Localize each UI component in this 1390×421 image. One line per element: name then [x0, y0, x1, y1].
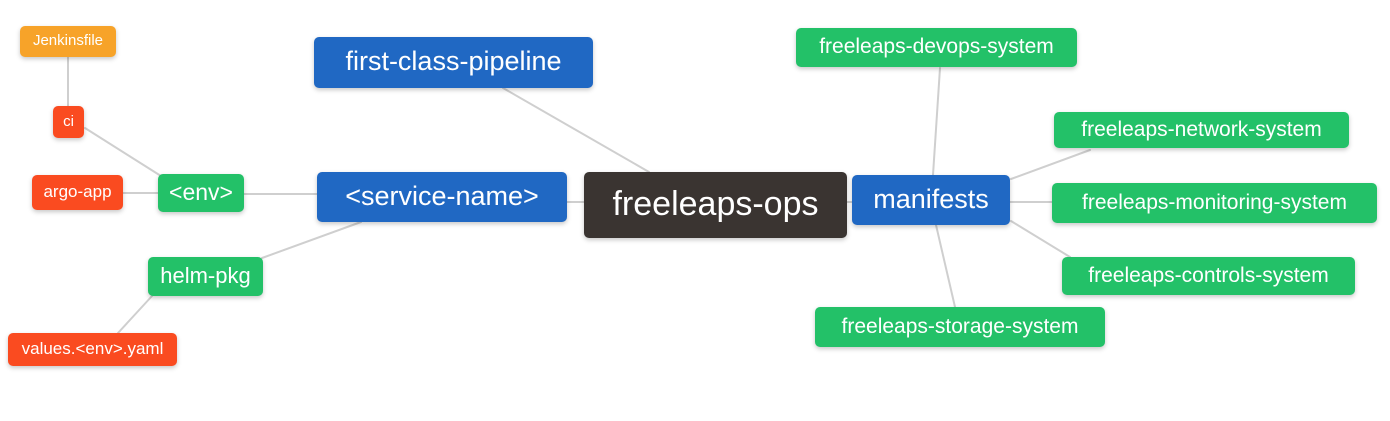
node-label: freeleaps-storage-system — [841, 314, 1079, 338]
node-manifests[interactable]: manifests — [852, 175, 1010, 225]
node-freeleaps-ops[interactable]: freeleaps-ops — [584, 172, 847, 238]
edge-helm-pkg-to-values-env-yaml — [117, 295, 153, 334]
edge-manifests-to-storage-system — [935, 224, 956, 308]
node-values-env-yaml[interactable]: values.<env>.yaml — [8, 333, 177, 366]
edge-first-class-pipeline-to-freeleaps-ops — [502, 87, 650, 173]
node-label: Jenkinsfile — [32, 32, 104, 49]
node-storage-system[interactable]: freeleaps-storage-system — [815, 307, 1105, 347]
edge-manifests-to-devops-system — [932, 67, 941, 176]
node-ci[interactable]: ci — [53, 106, 84, 138]
node-label: freeleaps-controls-system — [1088, 263, 1329, 287]
node-service-name[interactable]: <service-name> — [317, 172, 567, 222]
node-label: values.<env>.yaml — [21, 339, 164, 358]
edge-service-name-to-helm-pkg — [261, 221, 362, 259]
node-helm-pkg[interactable]: helm-pkg — [148, 257, 263, 296]
node-monitoring-system[interactable]: freeleaps-monitoring-system — [1052, 183, 1377, 223]
node-label: helm-pkg — [160, 262, 251, 288]
node-label: freeleaps-monitoring-system — [1082, 190, 1347, 214]
edge-manifests-to-network-system — [1010, 149, 1091, 180]
node-label: manifests — [873, 183, 989, 214]
node-env[interactable]: <env> — [158, 174, 244, 212]
edge-ci-to-env — [84, 127, 162, 177]
node-label: freeleaps-network-system — [1081, 117, 1322, 141]
node-jenkinsfile[interactable]: Jenkinsfile — [20, 26, 116, 57]
node-label: first-class-pipeline — [345, 46, 562, 76]
node-label: ci — [63, 112, 74, 130]
node-argo-app[interactable]: argo-app — [32, 175, 123, 210]
node-label: argo-app — [43, 182, 112, 201]
node-network-system[interactable]: freeleaps-network-system — [1054, 112, 1349, 148]
node-label: freeleaps-devops-system — [819, 35, 1054, 58]
node-label: <env> — [169, 178, 233, 205]
node-devops-system[interactable]: freeleaps-devops-system — [796, 28, 1077, 67]
node-label: freeleaps-ops — [612, 185, 819, 223]
edge-manifests-to-controls-system — [1010, 220, 1071, 258]
node-label: <service-name> — [345, 180, 539, 211]
node-first-class-pipeline[interactable]: first-class-pipeline — [314, 37, 593, 88]
node-controls-system[interactable]: freeleaps-controls-system — [1062, 257, 1355, 295]
